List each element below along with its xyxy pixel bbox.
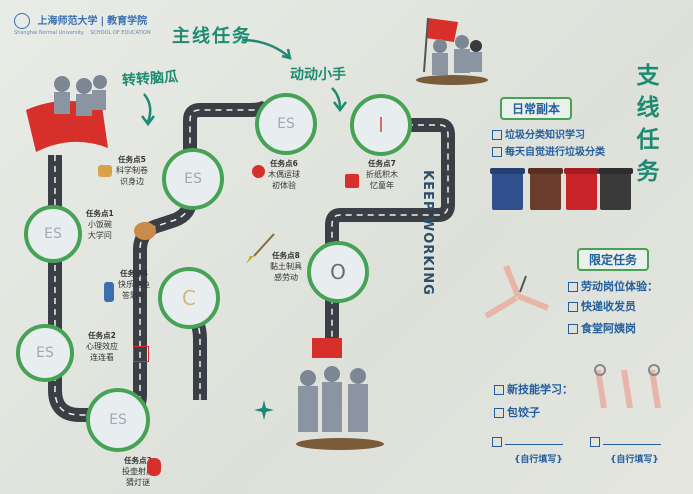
soldiers-flag-illustration <box>26 75 108 152</box>
wrench-tools-icon <box>594 364 661 409</box>
daily-item-1[interactable]: 垃圾分类知识学习 <box>492 126 585 141</box>
recycle-bin-icon <box>530 172 561 210</box>
arrow-down-icon <box>141 93 155 127</box>
fill-in-note-left: {自行填写} <box>514 455 563 465</box>
limited-subtitle: 劳动岗位体验： <box>568 278 658 294</box>
soldiers-flag-illustration <box>296 338 384 450</box>
recycle-bin-icon <box>600 172 631 210</box>
grid-icon <box>133 346 149 362</box>
task-node-8[interactable]: O <box>307 241 369 303</box>
lantern-icon <box>147 458 161 476</box>
bread-icon <box>98 165 112 177</box>
recycle-bin-icon <box>566 172 597 210</box>
fishing-child-icon <box>104 282 114 302</box>
task-node-1[interactable]: ES <box>24 205 82 263</box>
task-node-5[interactable]: ES <box>162 148 224 210</box>
main-title: 主线任务 <box>172 26 252 47</box>
recycle-bin-icon <box>492 172 523 210</box>
soldiers-flag-illustration <box>416 17 488 85</box>
task-node-7[interactable]: I <box>350 94 412 156</box>
skills-item-1[interactable]: 包饺子 <box>494 404 540 420</box>
task-node-4[interactable]: C <box>158 267 220 329</box>
food-bowl-icon <box>134 222 156 240</box>
daily-title: 日常副本 <box>500 97 573 120</box>
keep-working-text: KEEP WORKING <box>420 170 435 296</box>
school-name-en: SCHOOL OF EDUCATION <box>90 30 151 36</box>
ball-icon <box>252 165 265 178</box>
task-node-6[interactable]: ES <box>255 93 317 155</box>
broom-icon <box>246 233 275 264</box>
tools-icon <box>484 264 550 319</box>
task-node-2[interactable]: ES <box>16 324 74 382</box>
fill-in-right[interactable] <box>590 430 661 449</box>
header: 上海师范大学|教育学院 Shanghai Normal University S… <box>14 12 151 36</box>
arrow-icon <box>241 38 292 60</box>
university-logo <box>14 13 30 29</box>
origami-icon <box>345 174 359 188</box>
daily-item-2[interactable]: 每天自觉进行垃圾分类 <box>492 143 605 158</box>
sparkle-icon <box>254 400 274 420</box>
arrow-down-icon <box>331 87 347 112</box>
skills-title: 新技能学习： <box>494 381 573 397</box>
side-title: 支线任务 <box>636 63 660 185</box>
section-label-hands: 动动小手 <box>290 67 346 83</box>
fill-in-note-right: {自行填写} <box>610 455 659 465</box>
fill-in-left[interactable] <box>492 430 563 449</box>
school-name: 教育学院 <box>107 16 148 27</box>
task-node-3[interactable]: ES <box>86 388 150 452</box>
university-name-en: Shanghai Normal University <box>14 30 84 36</box>
limited-item-2[interactable]: 食堂阿姨岗 <box>568 320 636 336</box>
limited-title: 限定任务 <box>577 248 650 271</box>
university-name: 上海师范大学 <box>37 16 98 27</box>
limited-item-1[interactable]: 快递收发员 <box>568 298 636 314</box>
